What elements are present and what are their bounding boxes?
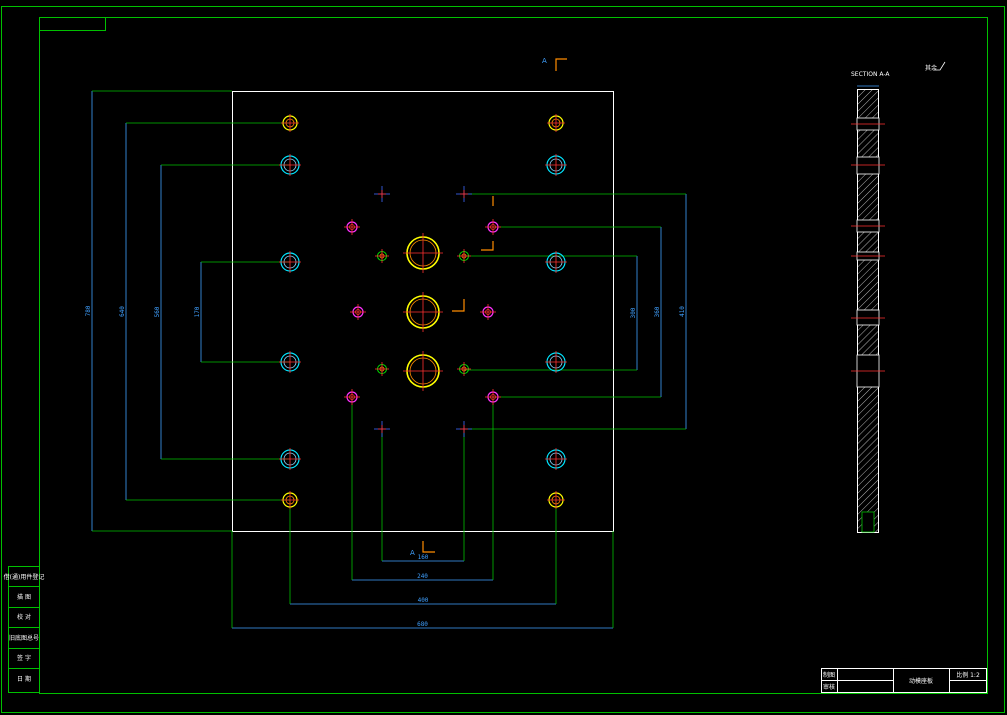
hole-9 <box>545 351 567 373</box>
dim-label-bottom-1: 240 <box>417 573 428 580</box>
hole-26 <box>403 233 443 273</box>
hole-18 <box>350 304 366 320</box>
left-label-1: 描 图 <box>17 593 31 601</box>
dim-label-left-0: 780 <box>85 305 92 316</box>
title-block-row2: 审核 <box>823 683 835 691</box>
hole-1 <box>547 114 565 132</box>
side-marker-2 <box>481 241 494 251</box>
inner-frame <box>39 17 988 694</box>
title-block: 制图 审核 动模座板 比例 1:2 <box>821 668 987 693</box>
hole-21 <box>485 389 501 405</box>
vertical-dimensions-right: 300 360 410 <box>464 193 687 430</box>
hole-17 <box>485 219 501 235</box>
horizontal-dimensions: 160 240 400 680 <box>231 397 614 629</box>
hole-6 <box>279 251 301 273</box>
dim-label-bottom-3: 680 <box>417 621 428 628</box>
hole-13 <box>456 186 472 202</box>
plate-outline <box>232 91 614 532</box>
section-marker-bottom: A <box>410 541 435 557</box>
hole-25 <box>457 362 471 376</box>
left-label-0: 借(通)用件登记 <box>4 573 45 581</box>
dim-label-left-1: 640 <box>119 306 126 317</box>
left-label-bar: 借(通)用件登记 描 图 校 对 旧底图总号 签 字 日 期 <box>4 566 45 693</box>
hole-10 <box>279 448 301 470</box>
left-label-3: 旧底图总号 <box>9 634 39 642</box>
left-label-4: 签 字 <box>17 654 31 662</box>
holes <box>279 114 567 509</box>
hole-16 <box>344 219 360 235</box>
section-letter-top: A <box>542 57 547 65</box>
dim-label-right-2: 410 <box>679 306 686 317</box>
section-slot <box>861 511 875 533</box>
hole-0 <box>281 114 299 132</box>
hole-7 <box>545 251 567 273</box>
scale-label: 比例 1:2 <box>956 671 980 679</box>
section-letter-bottom: A <box>410 549 415 557</box>
center-marker <box>452 299 465 312</box>
part-name: 动模座板 <box>909 677 933 685</box>
hole-5 <box>545 154 567 176</box>
roughness-symbol <box>934 61 946 71</box>
hole-19 <box>480 304 496 320</box>
dim-label-right-1: 360 <box>654 306 661 317</box>
hole-23 <box>457 249 471 263</box>
section-hole-2 <box>856 156 880 175</box>
corner-label-box <box>39 17 106 31</box>
section-hole-5 <box>856 309 880 326</box>
section-view: SECTION A-A 其余 <box>851 61 946 533</box>
section-title: SECTION A-A <box>851 71 890 78</box>
hole-15 <box>456 421 472 437</box>
hole-12 <box>374 186 390 202</box>
dim-label-bottom-2: 400 <box>418 597 429 604</box>
hole-22 <box>375 249 389 263</box>
dim-label-left-2: 560 <box>154 306 161 317</box>
hole-11 <box>545 448 567 470</box>
side-note: 其余 <box>925 64 937 72</box>
outer-frame <box>1 6 1005 713</box>
hole-4 <box>279 154 301 176</box>
hole-3 <box>547 491 565 509</box>
left-label-2: 校 对 <box>17 613 31 621</box>
title-block-row1: 制图 <box>823 671 835 679</box>
hole-27 <box>403 292 443 332</box>
hole-14 <box>374 421 390 437</box>
hole-20 <box>344 389 360 405</box>
hole-24 <box>375 362 389 376</box>
section-marker-top: A <box>542 57 567 71</box>
dim-label-bottom-0: 160 <box>418 554 429 561</box>
dim-label-left-3: 170 <box>194 306 201 317</box>
hole-8 <box>279 351 301 373</box>
hole-28 <box>403 351 443 391</box>
hole-2 <box>281 491 299 509</box>
vertical-dimensions-left: 780 640 560 170 <box>85 90 290 532</box>
dim-label-right-0: 300 <box>630 307 637 318</box>
left-label-5: 日 期 <box>17 675 31 683</box>
